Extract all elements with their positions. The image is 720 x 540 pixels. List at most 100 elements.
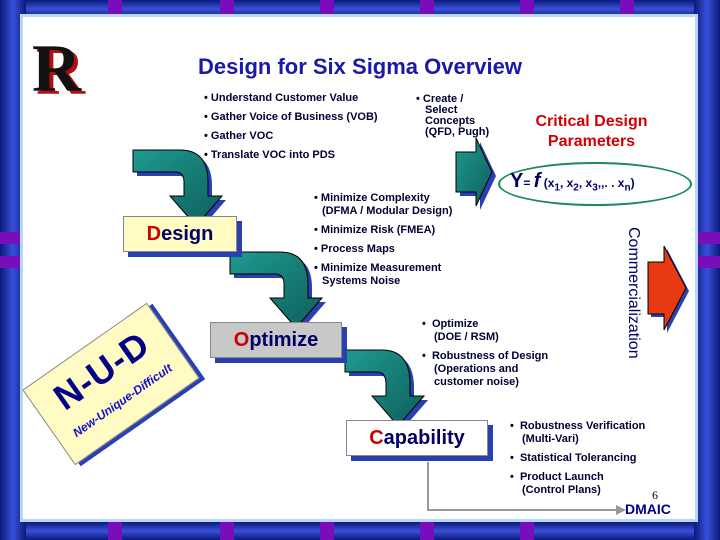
frame-right	[694, 0, 720, 540]
stage-label: esign	[161, 223, 214, 245]
frame-top	[0, 0, 720, 18]
concept-line: (QFD, Pugh)	[425, 126, 490, 138]
bullet-dot: •	[510, 452, 520, 464]
frame-stripe	[694, 232, 720, 244]
design-bullets: Understand Customer Value Gather Voice o…	[204, 92, 378, 168]
r-logo: R R	[32, 36, 86, 102]
phase-bullet-text: (DFMA / Modular Design)	[322, 205, 453, 217]
phase-bullet: Minimize Complexity (DFMA / Modular Desi…	[314, 192, 452, 218]
svg-text:Commercialization: Commercialization	[625, 227, 642, 359]
slide-title: Design for Six Sigma Overview	[197, 54, 522, 79]
formula-part: , x	[559, 176, 574, 190]
bullet-text: customer noise)	[434, 376, 519, 388]
formula-sub: n	[624, 182, 631, 194]
stage-initial: O	[233, 329, 250, 351]
bullet-text: Robustness of Design	[431, 350, 549, 362]
concept-line: Select	[425, 104, 458, 116]
capability-bullets: • Robustness Verification (Multi-Vari) •…	[510, 420, 645, 503]
frame-stripe	[320, 0, 334, 18]
bullet-text: (DOE / RSM)	[434, 331, 499, 343]
bullet-text: (Operations and	[434, 363, 519, 375]
frame-stripe	[0, 232, 26, 244]
frame-stripe	[420, 522, 434, 540]
capability-bullet: • Product Launch (Control Plans)	[510, 471, 645, 497]
stage-optimize: Optimize	[210, 322, 342, 358]
frame-stripe	[220, 522, 234, 540]
phase-bullet: Minimize Risk (FMEA)	[314, 224, 452, 237]
formula-part: , x	[578, 176, 593, 190]
cdp-line: Critical Design	[535, 113, 648, 130]
formula-f: f	[533, 170, 541, 192]
stage-label: ptimize	[249, 329, 319, 351]
formula-part: ,,. . x	[597, 176, 625, 190]
dmaic-connector	[427, 462, 626, 515]
cdp-line: Parameters	[547, 133, 636, 150]
bullet-text: (Control Plans)	[522, 484, 601, 496]
concept-line: Create /	[416, 94, 489, 105]
stage-capability: Capability	[346, 420, 488, 456]
bullet-text: Optimize	[431, 318, 479, 330]
curved-arrow-2	[229, 251, 326, 332]
critical-design-parameters: Critical Design Parameters	[514, 112, 669, 152]
bullet-dot: •	[510, 420, 520, 432]
phase-bullet: Process Maps	[314, 243, 452, 256]
frame-stripe	[520, 0, 534, 18]
stage-design: Design	[123, 216, 237, 252]
design-bullet: Translate VOC into PDS	[204, 149, 378, 162]
formula-y: Y	[510, 170, 524, 192]
optimize-bullet: • Robustness of Design (Operations and c…	[422, 350, 548, 389]
bullet-dot: •	[510, 471, 520, 483]
bullet-text: Product Launch	[519, 471, 604, 483]
svg-text:R: R	[36, 36, 86, 102]
concept-bullet: Create / Select Concepts (QFD, Pugh)	[416, 94, 489, 138]
phase-bullet-text: Minimize Complexity	[320, 192, 430, 204]
curved-arrow-3	[344, 349, 428, 430]
concept-line: Concepts	[425, 115, 476, 127]
frame-stripe	[108, 522, 122, 540]
dmaic-label: DMAIC	[625, 501, 671, 517]
frame-stripe	[620, 0, 634, 18]
capability-bullet: • Robustness Verification (Multi-Vari)	[510, 420, 645, 446]
formula-sub: 1	[554, 182, 560, 194]
frame-stripe	[420, 0, 434, 18]
frame-stripe	[320, 522, 334, 540]
formula-part: )	[630, 176, 635, 190]
design-phase-bullets: Minimize Complexity (DFMA / Modular Desi…	[314, 192, 452, 294]
design-bullet: Understand Customer Value	[204, 92, 378, 105]
right-arrow-concepts	[455, 137, 496, 210]
frame-bottom	[0, 522, 720, 540]
bullet-dot: •	[422, 318, 432, 330]
optimize-bullets: • Optimize (DOE / RSM) • Robustness of D…	[422, 318, 548, 395]
frame-stripe	[220, 0, 234, 18]
stage-initial: C	[369, 427, 384, 449]
bullet-text: Robustness Verification	[519, 420, 646, 432]
bullet-text: (Multi-Vari)	[522, 433, 579, 445]
optimize-bullet: • Optimize (DOE / RSM)	[422, 318, 548, 344]
bullet-dot: •	[422, 350, 432, 362]
formula-part: (x	[543, 176, 555, 190]
stage-initial: D	[146, 223, 162, 245]
formula-eq: =	[523, 176, 531, 190]
frame-stripe	[108, 0, 122, 18]
curved-arrow-1	[132, 149, 226, 230]
svg-text:R: R	[32, 36, 82, 102]
capability-bullet: • Statistical Tolerancing	[510, 452, 645, 465]
formula-sub: 2	[573, 182, 579, 194]
page-number: 6	[652, 488, 658, 502]
formula-ellipse	[498, 162, 692, 206]
phase-bullet-text: Minimize Measurement	[320, 262, 442, 274]
frame-stripe	[520, 522, 534, 540]
frame-stripe	[0, 256, 26, 268]
design-bullet: Gather VOC	[204, 130, 378, 143]
bullet-text: Statistical Tolerancing	[519, 452, 637, 464]
formula-sub: 3	[592, 182, 598, 194]
phase-bullet-text: Systems Noise	[322, 275, 401, 287]
stage-label: apability	[383, 427, 465, 449]
phase-bullet: Minimize Measurement Systems Noise	[314, 262, 452, 288]
transfer-function: Y= f (x1, x2, x3,,. . xn)	[510, 170, 680, 194]
design-bullet: Gather Voice of Business (VOB)	[204, 111, 378, 124]
commercialization-label: Commercialization	[625, 227, 642, 359]
frame-stripe	[694, 256, 720, 268]
commercialization-arrow	[647, 245, 689, 333]
